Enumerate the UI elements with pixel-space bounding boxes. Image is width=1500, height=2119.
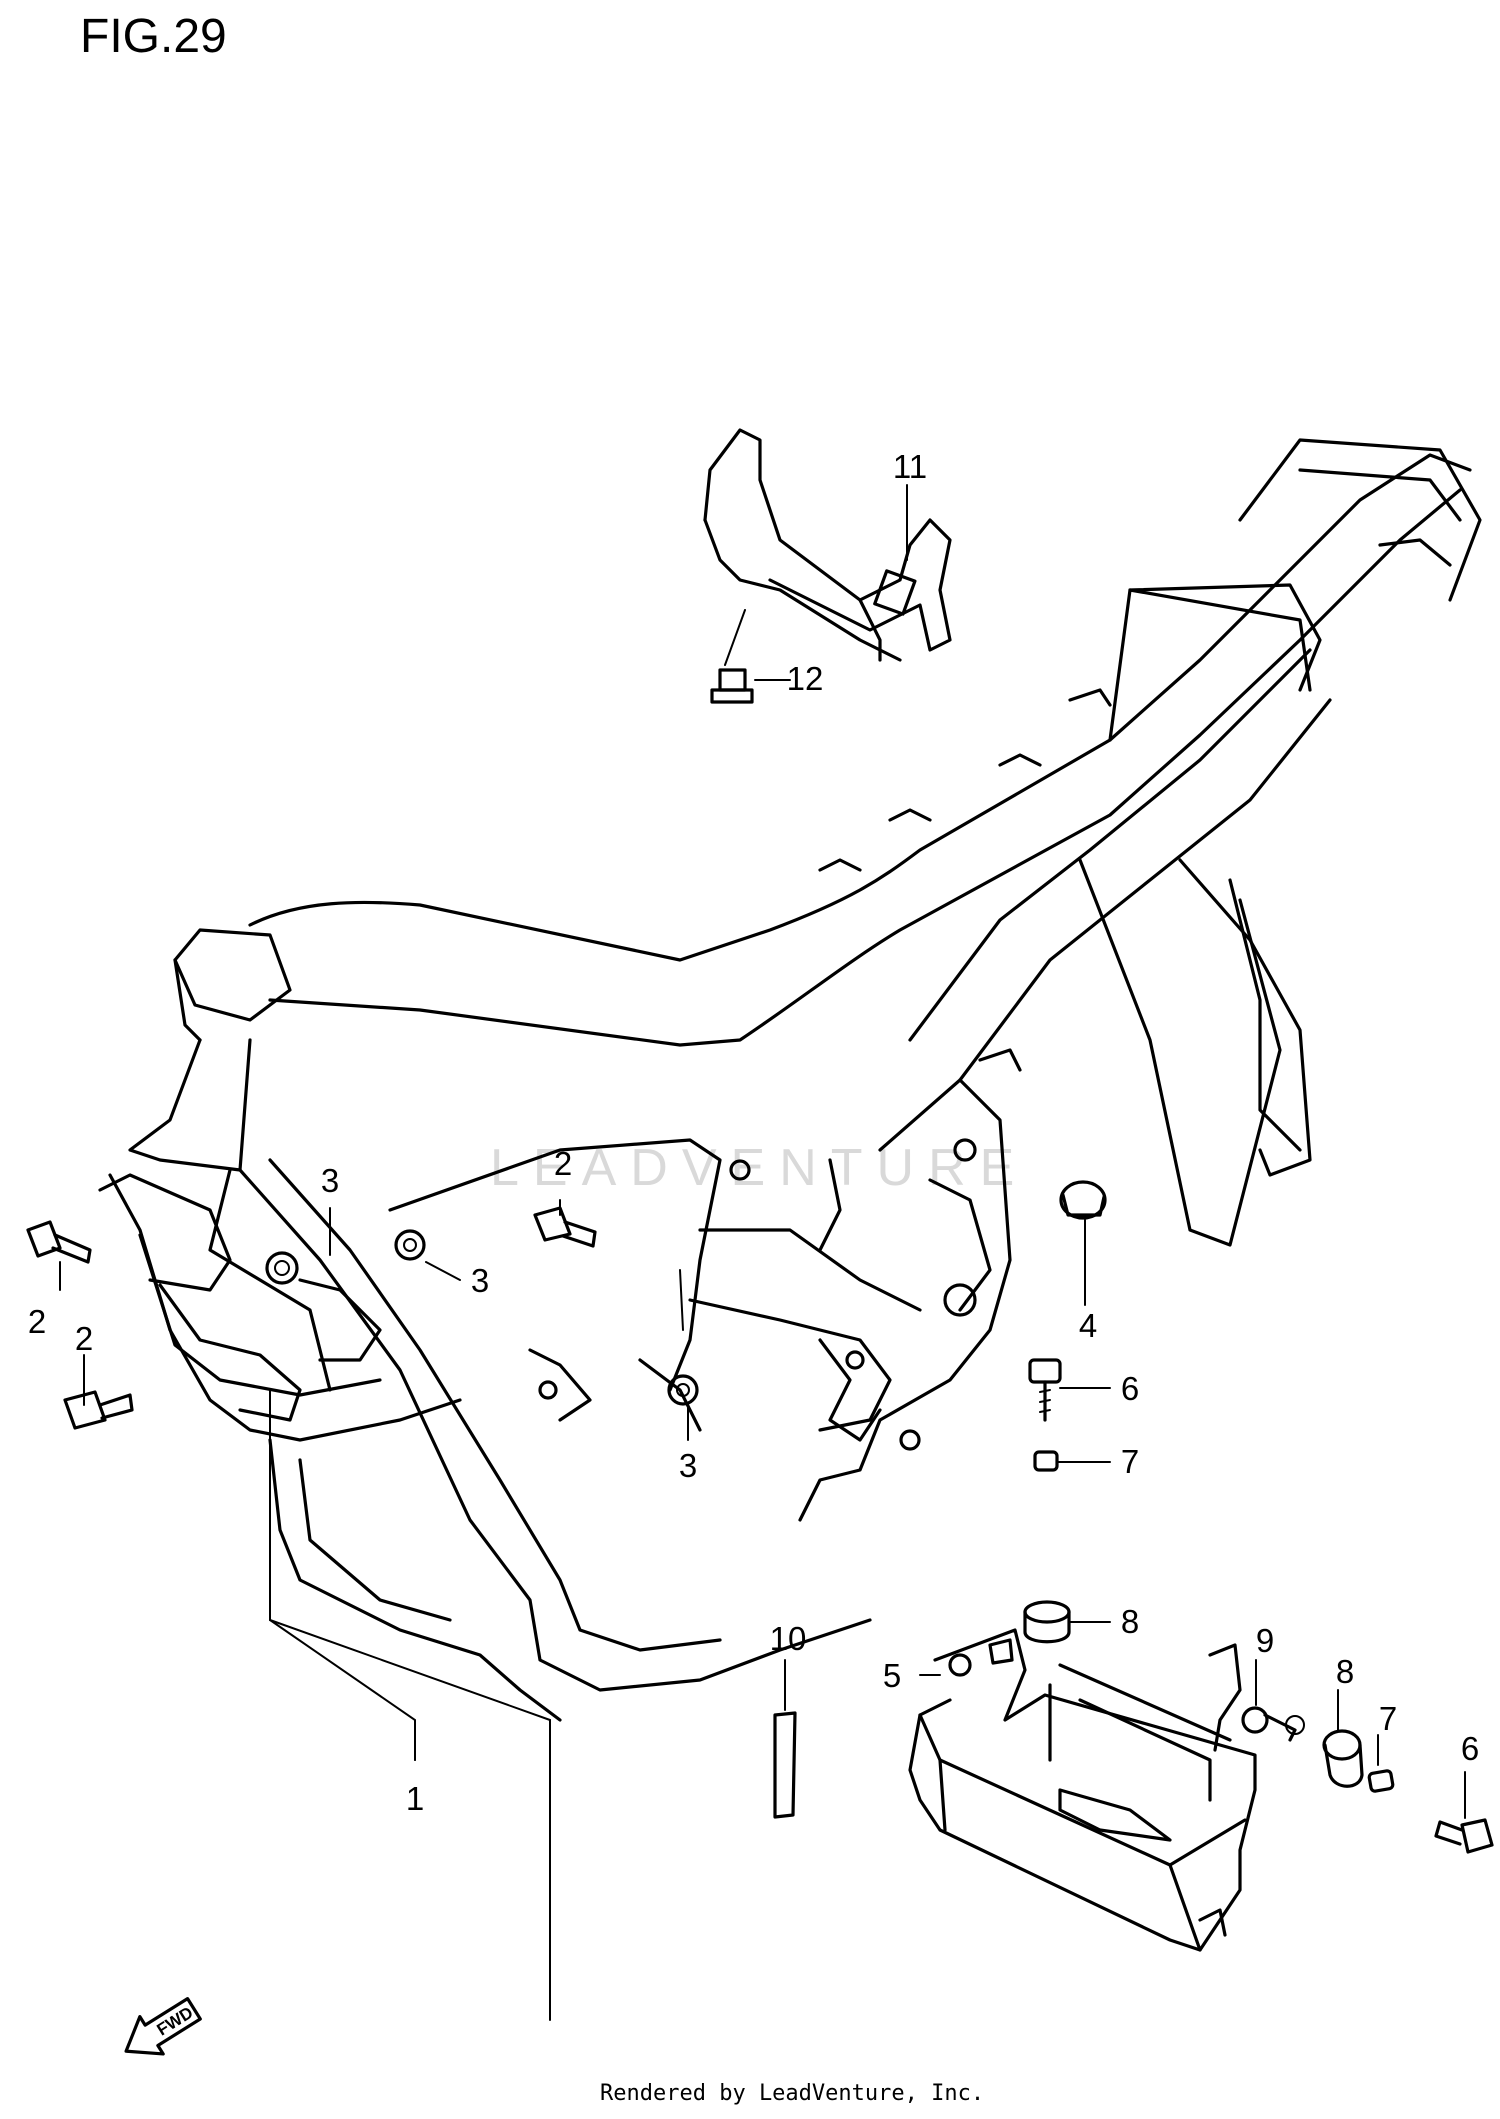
callout-5: 5 <box>883 1657 901 1694</box>
callout-3: 3 <box>471 1262 489 1299</box>
callout-4: 4 <box>1079 1307 1097 1344</box>
callout-2: 2 <box>554 1145 572 1182</box>
callout-6: 6 <box>1121 1370 1139 1407</box>
callout-3: 3 <box>321 1162 339 1199</box>
callout-8: 8 <box>1121 1603 1139 1640</box>
label-decal <box>773 1711 797 1819</box>
callout-3: 3 <box>679 1447 697 1484</box>
cap <box>1059 1180 1107 1220</box>
bracket <box>703 428 952 662</box>
callout-6: 6 <box>1461 1730 1479 1767</box>
figure-title: FIG.29 <box>80 10 227 63</box>
callout-10: 10 <box>770 1620 807 1657</box>
cushion <box>1033 1450 1395 1793</box>
callout-8: 8 <box>1336 1653 1354 1690</box>
callout-7: 7 <box>1121 1443 1139 1480</box>
callout-2: 2 <box>75 1320 93 1357</box>
nut-small <box>1241 1706 1305 1742</box>
frame <box>98 438 1482 1722</box>
credit-text: Rendered by LeadVenture, Inc. <box>600 2081 984 2106</box>
leader-lines <box>59 484 1466 1819</box>
callout-7: 7 <box>1379 1700 1397 1737</box>
frame-leader <box>269 1389 551 2021</box>
screw <box>710 668 791 704</box>
cushion-large <box>1023 1600 1364 1788</box>
callout-2: 2 <box>28 1303 46 1340</box>
callout-1: 1 <box>406 1780 424 1817</box>
callout-12: 12 <box>787 660 824 697</box>
nut <box>265 1229 699 1406</box>
battery-holder <box>908 1628 1257 1952</box>
callout-11: 11 <box>893 448 927 485</box>
fwd-arrow-icon: FWD <box>124 1997 202 2056</box>
callout-9: 9 <box>1256 1622 1274 1659</box>
callouts: 1 2 2 2 3 3 3 4 5 6 6 7 7 8 8 9 10 11 12 <box>28 448 1479 1817</box>
bolt <box>1028 1358 1494 1854</box>
